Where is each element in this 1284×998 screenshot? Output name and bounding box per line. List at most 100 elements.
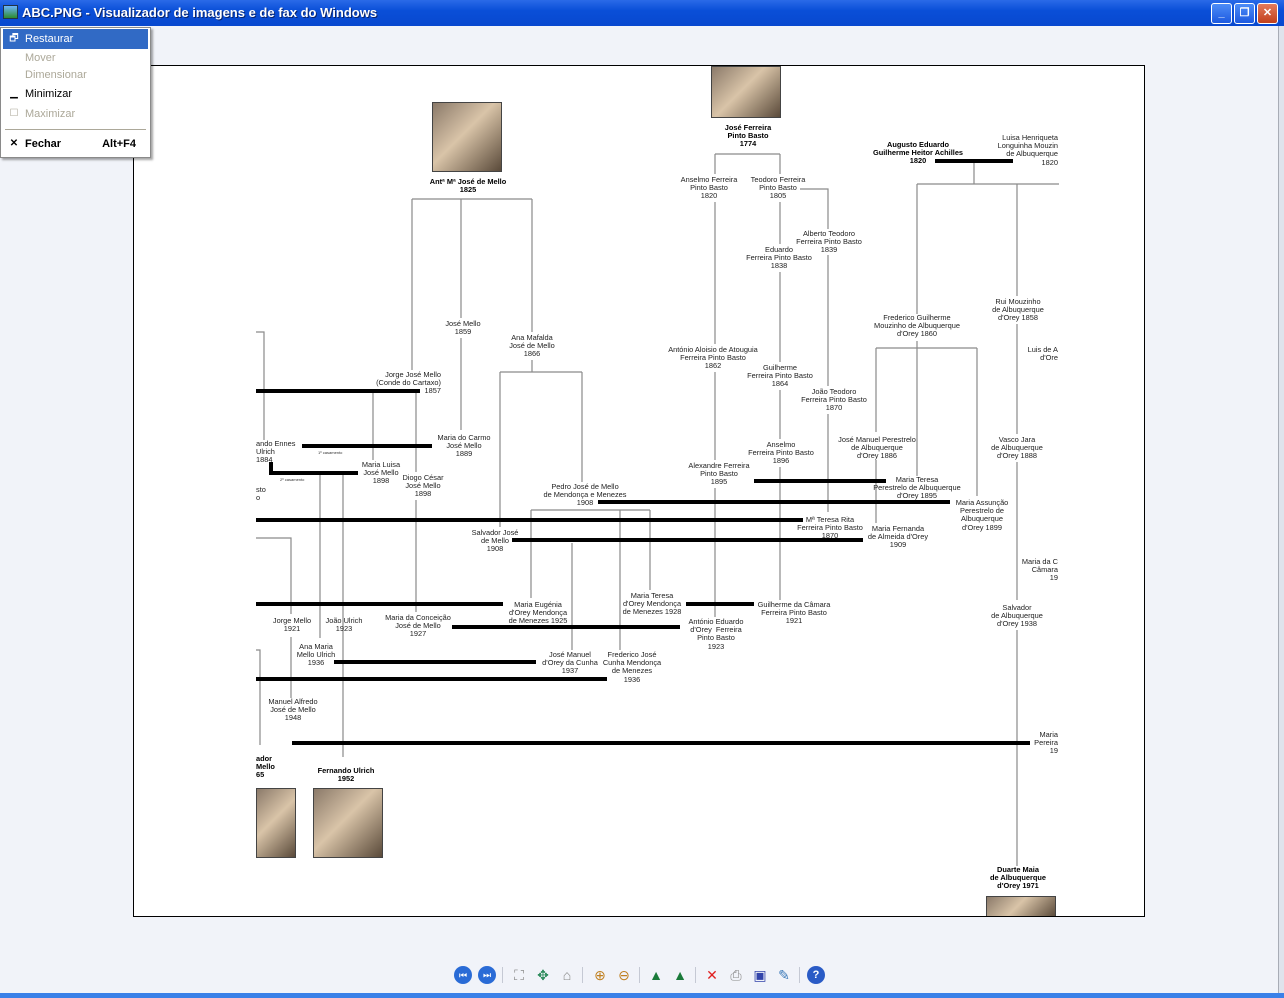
menu-label: Minimizar: [25, 88, 73, 100]
rotate-counterclockwise-icon[interactable]: ▲: [673, 967, 687, 983]
person-label: Maria Fernanda de Almeida d'Orey 1909: [867, 524, 929, 550]
help-icon[interactable]: ?: [807, 966, 825, 984]
close-icon: ✕: [9, 138, 19, 149]
menu-label: Dimensionar: [25, 69, 87, 81]
person-label: Eduardo Ferreira Pinto Basto 1838: [746, 245, 812, 271]
menu-label: Maximizar: [25, 108, 76, 120]
zoom-in-icon[interactable]: ⊕: [594, 967, 606, 983]
app-icon[interactable]: [3, 5, 18, 19]
person-label: Ana Mafalda José de Mello 1866: [509, 333, 555, 359]
person-label: Guilherme da Câmara Ferreira Pinto Basto…: [757, 600, 831, 626]
maximize-icon: ☐: [9, 108, 19, 119]
edit-icon[interactable]: ✎: [778, 967, 790, 983]
restore-button[interactable]: ❐: [1234, 3, 1255, 24]
person-label: Frederico Guilherme Mouzinho de Albuquer…: [874, 313, 960, 339]
person-label: Pedro José de Mello de Mendonça e Meneze…: [543, 482, 627, 508]
person-label: Alexandre Ferreira Pinto Basto 1895: [688, 461, 750, 487]
person-label: Diogo César José Mello 1898: [402, 473, 444, 499]
next-image-icon[interactable]: ⏭: [478, 966, 496, 984]
best-fit-icon[interactable]: ⛶: [514, 967, 524, 983]
person-label: sto o: [256, 485, 266, 503]
minimize-button[interactable]: _: [1211, 3, 1232, 24]
rotate-clockwise-icon[interactable]: ▲: [649, 967, 663, 983]
person-label: Maria Luisa José Mello 1898: [361, 460, 401, 486]
toolbar-separator: [639, 967, 640, 983]
toolbar-separator: [502, 967, 503, 983]
toolbar-separator: [695, 967, 696, 983]
person-label: Maria Assunção Perestrelo de Albuquerque…: [955, 498, 1009, 532]
title-bar: ABC.PNG - Visualizador de imagens e de f…: [0, 0, 1284, 26]
person-label: João Teodoro Ferreira Pinto Basto 1870: [801, 387, 867, 413]
person-label: João Ulrich 1923: [325, 616, 363, 634]
person-label: Salvador de Albuquerque d'Orey 1938: [991, 603, 1043, 629]
person-label: Manuel Alfredo José de Mello 1948: [268, 697, 318, 723]
person-label: Teodoro Ferreira Pinto Basto 1805: [750, 175, 806, 201]
portrait-photo: [432, 102, 502, 172]
menu-label: Mover: [25, 52, 56, 64]
print-icon[interactable]: ⎙: [730, 967, 742, 983]
close-button[interactable]: ✕: [1257, 3, 1278, 24]
person-label: Antª Mª José de Mello 1825: [429, 177, 507, 195]
portrait-photo: [986, 896, 1056, 916]
person-label: Maria Teresa d'Orey Mendonça de Menezes …: [622, 591, 682, 617]
person-label: António Aloisio de Atouguia Ferreira Pin…: [668, 345, 758, 371]
system-menu: 🗗Restaurar Mover Dimensionar ▁Minimizar …: [0, 27, 151, 158]
viewer-toolbar: ⏮ ⏭ ⛶ ✥ ⌂ ⊕ ⊖ ▲ ▲ ✕ ⎙ ▣ ✎ ?: [448, 964, 838, 988]
menu-label: Fechar: [25, 138, 62, 150]
menu-separator: [5, 129, 146, 130]
person-label: Alberto Teodoro Ferreira Pinto Basto 183…: [796, 229, 862, 255]
person-label: Duarte Maia de Albuquerque d'Orey 1971: [990, 865, 1046, 891]
actual-size-icon[interactable]: ✥: [537, 967, 549, 983]
person-label: Luisa Henriqueta Longuinha Mouzin de Alb…: [997, 133, 1058, 167]
person-label: ando Ennes Ulrich 1884: [256, 439, 296, 465]
family-tree-image: Antª Mª José de Mello 1825 José Ferreira …: [256, 66, 1059, 916]
person-label: Rui Mouzinho de Albuquerque d'Orey 1858: [992, 297, 1044, 323]
image-viewport: Antª Mª José de Mello 1825 José Ferreira …: [133, 65, 1145, 917]
person-label: Maria da C Câmara 19: [1021, 557, 1058, 583]
person-label: Guilherme Ferreira Pinto Basto 1864: [747, 363, 813, 389]
person-label: Frederico José Cunha Mendonça de Menezes…: [602, 650, 662, 684]
person-label: Mª Teresa Rita Ferreira Pinto Basto 1870: [797, 515, 863, 541]
zoom-out-icon[interactable]: ⊖: [618, 967, 630, 983]
person-label: José Manuel Perestrelo de Albuquerque d'…: [838, 435, 916, 461]
person-label: José Manuel d'Orey da Cunha 1937: [542, 650, 598, 676]
person-label: Anselmo Ferreira Pinto Basto 1820: [680, 175, 738, 201]
person-label: ador Mello 65: [256, 754, 275, 780]
person-label: Maria Eugénia d'Orey Mendonça de Menezes…: [508, 600, 568, 626]
person-label: Anselmo Ferreira Pinto Basto 1896: [748, 440, 814, 466]
toolbar-separator: [582, 967, 583, 983]
person-label: Luis de A d'Ore: [1027, 345, 1058, 363]
menu-item-mover: Mover: [3, 48, 148, 68]
portrait-photo: [313, 788, 383, 858]
taskbar: [0, 993, 1284, 998]
person-label: Vasco Jara de Albuquerque d'Orey 1888: [991, 435, 1043, 461]
previous-image-icon[interactable]: ⏮: [454, 966, 472, 984]
person-label: Fernando Ulrich 1952: [317, 766, 375, 784]
person-label: Maria Teresa Perestrelo de Albuquerque d…: [873, 475, 961, 501]
menu-item-restaurar[interactable]: 🗗 Restaurar: [3, 29, 148, 49]
restore-icon: 🗗: [9, 33, 19, 44]
portrait-photo: [256, 788, 296, 858]
menu-label: Restaurar: [25, 33, 74, 45]
person-label: José Ferreira Pinto Basto 1774: [724, 123, 772, 149]
portrait-photo: [711, 66, 781, 118]
slideshow-icon[interactable]: ⌂: [562, 967, 572, 983]
person-label: Maria do Carmo José Mello 1889: [437, 433, 491, 459]
person-label: Maria Pereira 19: [1034, 730, 1058, 756]
delete-icon[interactable]: ✕: [706, 967, 718, 983]
toolbar-separator: [799, 967, 800, 983]
menu-item-maximizar: ☐ Maximizar: [3, 104, 148, 124]
tree-lines: [256, 153, 1059, 866]
save-icon[interactable]: ▣: [753, 967, 767, 983]
menu-item-dimensionar: Dimensionar: [3, 65, 148, 85]
person-label: Jorge José Mello (Conde do Cartaxo) 1857: [376, 370, 441, 396]
window-title: ABC.PNG - Visualizador de imagens e de f…: [22, 5, 378, 20]
person-label: Maria da Conceição José de Mello 1927: [385, 613, 451, 639]
person-label: Jorge Mello 1921: [272, 616, 312, 634]
person-label: Ana Maria Mello Ulrich 1936: [296, 642, 336, 668]
menu-item-minimizar[interactable]: ▁Minimizar: [3, 84, 148, 104]
marriage-note: 1º casamento: [318, 450, 343, 455]
marriage-note: 2º casamento: [280, 477, 305, 482]
person-label: Salvador José de Mello 1908: [471, 528, 519, 554]
